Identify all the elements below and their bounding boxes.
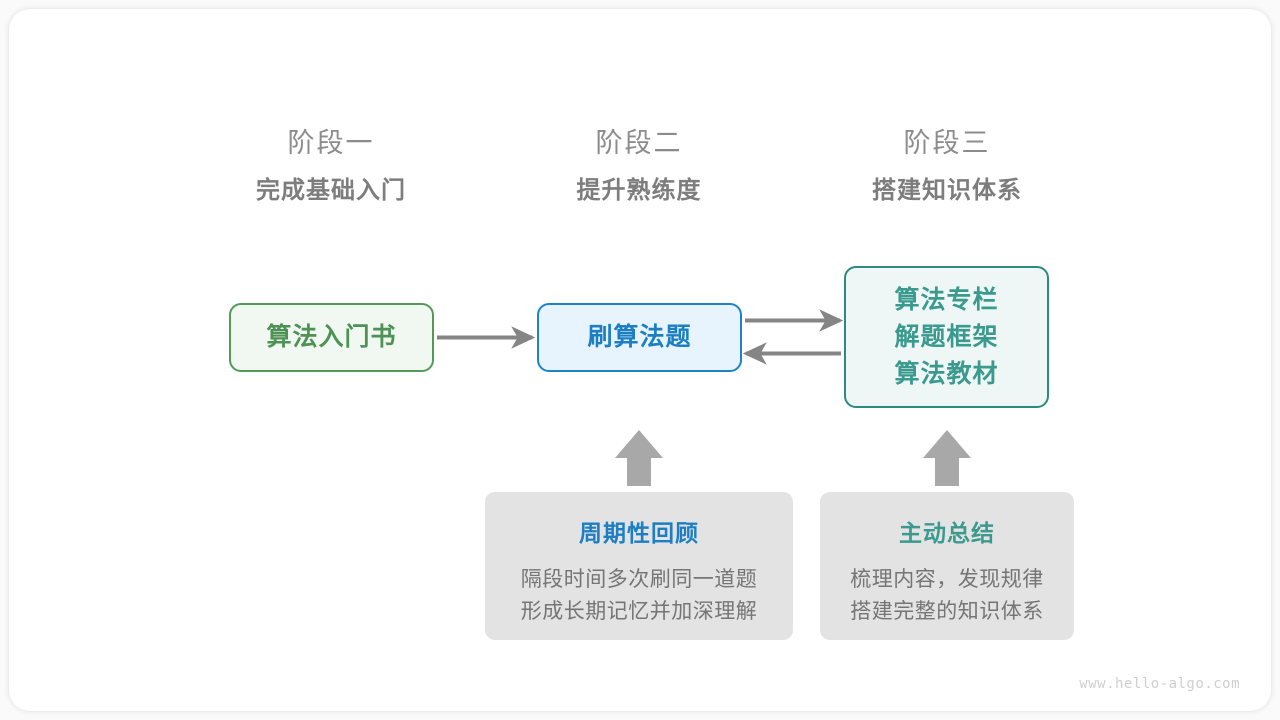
- node-practice-problems[interactable]: 刷算法题: [537, 303, 742, 372]
- stage-number-1: 阶段一: [287, 128, 375, 158]
- tip-card-periodic-review[interactable]: 周期性回顾 隔段时间多次刷同一道题 形成长期记忆并加深理解: [485, 492, 793, 640]
- stage-number-2: 阶段二: [595, 128, 683, 158]
- stage-title-3: 搭建知识体系: [872, 177, 1022, 204]
- node-resources[interactable]: 算法专栏 解题框架 算法教材: [844, 266, 1049, 408]
- stage-title-1: 完成基础入门: [256, 177, 406, 204]
- node-resources-line-3: 算法教材: [894, 359, 999, 388]
- node-resources-line-1: 算法专栏: [894, 285, 999, 314]
- tip-card-periodic-review-line-2: 形成长期记忆并加深理解: [520, 600, 758, 623]
- tip-card-active-summary-line-1: 梳理内容，发现规律: [850, 568, 1044, 591]
- tip-card-active-summary-title: 主动总结: [899, 520, 995, 546]
- node-intro-book[interactable]: 算法入门书: [229, 303, 434, 372]
- node-practice-problems-label: 刷算法题: [587, 323, 692, 351]
- stage-header-2: 阶段二 提升熟练度: [519, 126, 759, 207]
- tip-card-periodic-review-title: 周期性回顾: [579, 520, 699, 546]
- stage-title-2: 提升熟练度: [576, 177, 702, 204]
- node-resources-line-2: 解题框架: [894, 322, 999, 351]
- tip-card-active-summary-line-2: 搭建完整的知识体系: [850, 600, 1044, 623]
- node-intro-book-label: 算法入门书: [266, 323, 397, 351]
- stage-header-1: 阶段一 完成基础入门: [211, 126, 451, 207]
- stage-header-3: 阶段三 搭建知识体系: [827, 126, 1067, 207]
- tip-card-periodic-review-line-1: 隔段时间多次刷同一道题: [520, 568, 758, 591]
- tip-card-active-summary[interactable]: 主动总结 梳理内容，发现规律 搭建完整的知识体系: [820, 492, 1074, 640]
- stage-number-3: 阶段三: [903, 128, 991, 158]
- watermark-url: www.hello-algo.com: [1079, 676, 1240, 692]
